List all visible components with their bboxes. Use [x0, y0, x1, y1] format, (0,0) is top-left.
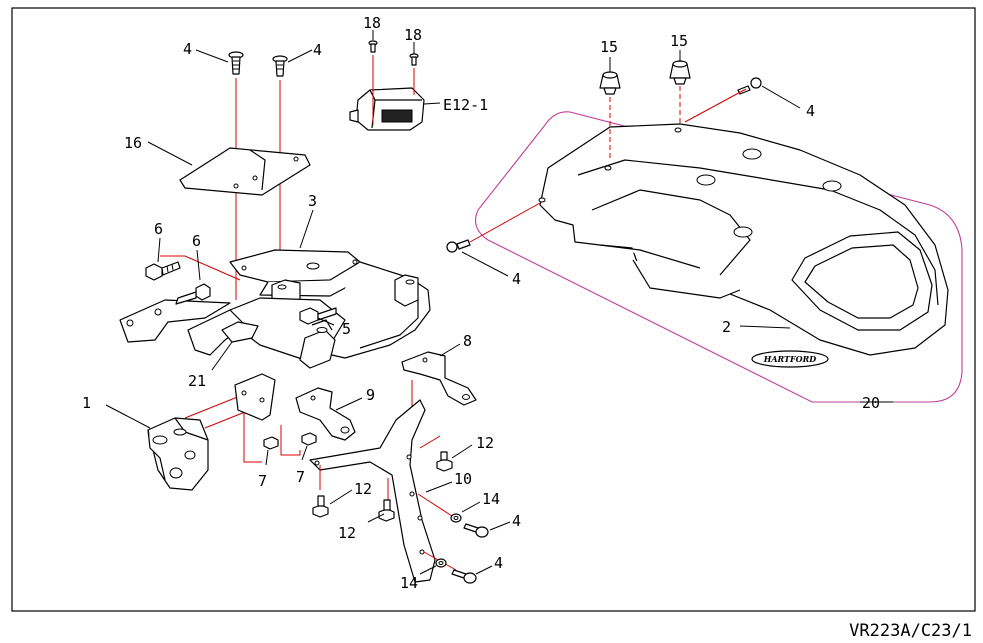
callout-8: 8 — [463, 332, 472, 350]
callout-7-right: 7 — [296, 468, 305, 486]
callout-e12-module: E12-1 — [443, 96, 488, 114]
mount-plate-left — [119, 299, 231, 343]
drawing-code: VR223A/C23/1 — [849, 621, 972, 641]
bolt-12-upper-right — [436, 451, 453, 472]
callout-2: 2 — [722, 318, 731, 336]
callout-4-lower-lower: 4 — [494, 554, 503, 572]
callout-9: 9 — [366, 386, 375, 404]
bolt-4-lower-upper — [463, 523, 489, 538]
callout-6-right: 6 — [192, 232, 201, 250]
rear-fender-tail-light — [538, 123, 949, 368]
callout-4-fender-top: 4 — [806, 102, 815, 120]
bolt-4-lower-lower — [451, 569, 477, 584]
bolt-12-left — [312, 495, 329, 518]
bolt-4-top-right — [272, 55, 288, 77]
bracket-9 — [295, 387, 356, 441]
callout-6-left: 6 — [154, 220, 163, 238]
callout-12-center: 12 — [338, 524, 356, 542]
electronic-module-e12 — [349, 87, 425, 131]
license-cover-plate-16 — [179, 147, 311, 196]
callout-21: 21 — [188, 372, 206, 390]
screw-18-left — [368, 40, 378, 53]
callout-14-lower: 14 — [400, 574, 418, 592]
callout-5: 5 — [342, 320, 351, 338]
bolt-6-lower — [175, 283, 211, 305]
bolt-7-left — [263, 436, 279, 450]
brand-label: HARTFORD — [763, 354, 817, 364]
bolt-4-top-left — [228, 51, 244, 75]
callout-leaders — [105, 30, 893, 575]
license-bracket-10 — [309, 399, 436, 583]
mounting-bracket-1 — [147, 417, 209, 491]
callout-16: 16 — [124, 134, 142, 152]
clip-21 — [221, 321, 259, 343]
callout-12-left: 12 — [354, 480, 372, 498]
callout-3: 3 — [308, 192, 317, 210]
rubber-bumper-left — [599, 71, 621, 95]
callout-12-upper-right: 12 — [476, 434, 494, 452]
callout-10: 10 — [454, 470, 472, 488]
side-plate-lower — [234, 373, 276, 421]
callout-4-top-left: 4 — [183, 40, 192, 58]
bolt-7-right — [301, 432, 317, 446]
callout-15-right: 15 — [670, 32, 688, 50]
washer-14-upper — [450, 513, 462, 523]
callout-7-left: 7 — [258, 472, 267, 490]
callout-4-top-right: 4 — [313, 41, 322, 59]
callout-18-left: 18 — [363, 14, 381, 32]
bolt-12-center — [378, 499, 395, 522]
callout-20: 20 — [862, 394, 880, 412]
callout-18-right: 18 — [404, 26, 422, 44]
bolt-4-fender-left — [446, 239, 471, 253]
screw-18-right — [409, 53, 419, 66]
bolt-6-upper — [145, 261, 181, 281]
callout-15-left: 15 — [600, 38, 618, 56]
rubber-bumper-right — [669, 60, 691, 85]
bracket-8 — [401, 351, 477, 406]
washer-14-lower — [435, 558, 447, 568]
diagram-frame — [11, 7, 976, 612]
callout-4-lower-upper: 4 — [512, 512, 521, 530]
callout-1: 1 — [82, 394, 91, 412]
callout-14-upper: 14 — [482, 490, 500, 508]
bolt-4-fender-top — [737, 77, 762, 95]
callout-4-fender-left: 4 — [512, 270, 521, 288]
